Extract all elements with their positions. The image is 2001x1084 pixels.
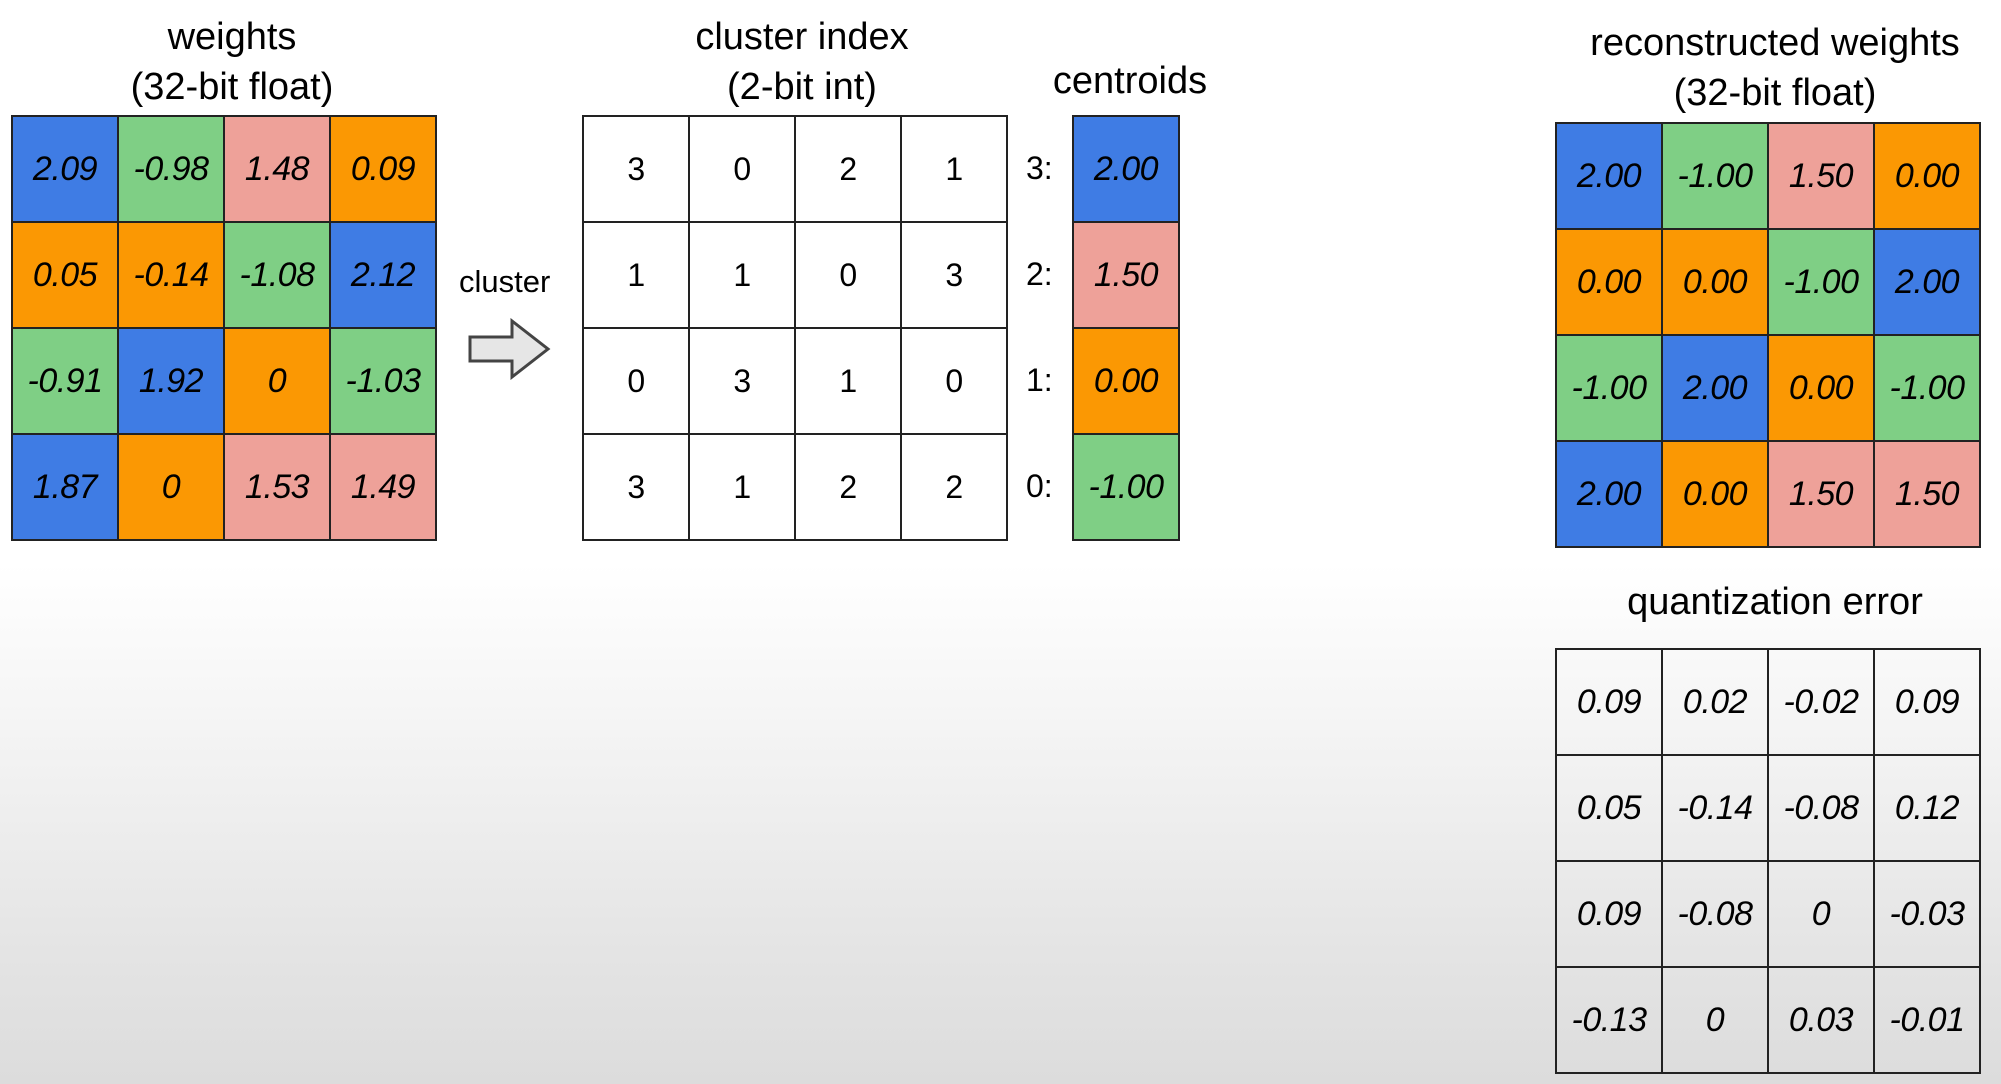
weights-title: weights: [167, 16, 297, 58]
weight-cell: 0: [224, 328, 330, 434]
cluster-index-cell: 3: [583, 434, 689, 540]
cluster-index-subtitle: (2-bit int): [727, 66, 877, 108]
cluster-index-cell: 1: [795, 328, 901, 434]
centroid-value: -1.00: [1073, 434, 1179, 540]
cluster-index-cell: 3: [583, 116, 689, 222]
weight-cell: 0.05: [12, 222, 118, 328]
cluster-index-cell: 0: [583, 328, 689, 434]
reconstructed-subtitle: (32-bit float): [1673, 72, 1877, 114]
reconstructed-weight-cell: 0.00: [1768, 335, 1874, 441]
weights-subtitle: (32-bit float): [130, 66, 334, 108]
right-arrow-icon: [468, 318, 551, 380]
quantization-error-cell: 0.03: [1768, 967, 1874, 1073]
weight-cell: 1.92: [118, 328, 224, 434]
cluster-index-cell: 2: [795, 434, 901, 540]
weight-cell: -0.98: [118, 116, 224, 222]
centroids-title: centroids: [1052, 60, 1208, 102]
reconstructed-weight-cell: 2.00: [1556, 441, 1662, 547]
weight-cell: 1.87: [12, 434, 118, 540]
centroid-index-label: 2:: [1026, 256, 1053, 292]
quantization-error-cell: 0.09: [1556, 861, 1662, 967]
centroid-value: 0.00: [1073, 328, 1179, 434]
reconstructed-title: reconstructed weights: [1590, 22, 1960, 64]
reconstructed-weight-cell: 2.00: [1874, 229, 1980, 335]
weight-cell: 1.53: [224, 434, 330, 540]
centroid-index-label: 3:: [1026, 150, 1053, 186]
cluster-index-cell: 2: [901, 434, 1007, 540]
cluster-index-cell: 1: [583, 222, 689, 328]
weight-cell: 1.48: [224, 116, 330, 222]
weight-cell: 2.09: [12, 116, 118, 222]
centroid-index-label: 1:: [1026, 362, 1053, 398]
cluster-index-cell: 2: [795, 116, 901, 222]
weight-cell: -1.08: [224, 222, 330, 328]
quantization-error-cell: 0: [1768, 861, 1874, 967]
quantization-error-cell: 0.09: [1556, 649, 1662, 755]
weight-cell: -0.14: [118, 222, 224, 328]
weight-cell: 2.12: [330, 222, 436, 328]
cluster-index-cell: 3: [689, 328, 795, 434]
cluster-index-title: cluster index: [695, 16, 909, 58]
cluster-index-cell: 1: [901, 116, 1007, 222]
reconstructed-weight-cell: -1.00: [1874, 335, 1980, 441]
quantization-error-cell: -0.08: [1768, 755, 1874, 861]
cluster-index-cell: 1: [689, 222, 795, 328]
quantization-error-cell: 0.05: [1556, 755, 1662, 861]
cluster-index-cell: 3: [901, 222, 1007, 328]
weight-cell: -0.91: [12, 328, 118, 434]
reconstructed-weight-cell: 0.00: [1662, 229, 1768, 335]
reconstructed-weight-cell: -1.00: [1768, 229, 1874, 335]
weight-cell: 0: [118, 434, 224, 540]
weight-cell: -1.03: [330, 328, 436, 434]
reconstructed-weight-cell: -1.00: [1556, 335, 1662, 441]
cluster-index-cell: 0: [901, 328, 1007, 434]
reconstructed-weight-cell: 0.00: [1556, 229, 1662, 335]
cluster-index-cell: 0: [689, 116, 795, 222]
quantization-error-cell: 0.12: [1874, 755, 1980, 861]
reconstructed-weight-cell: 0.00: [1662, 441, 1768, 547]
centroid-value: 2.00: [1073, 116, 1179, 222]
cluster-index-cell: 0: [795, 222, 901, 328]
reconstructed-weight-cell: 2.00: [1662, 335, 1768, 441]
quantization-error-cell: 0.09: [1874, 649, 1980, 755]
quantization-error-cell: -0.01: [1874, 967, 1980, 1073]
cluster-arrow-label: cluster: [459, 264, 551, 299]
quantization-error-title: quantization error: [1627, 581, 1923, 623]
quantization-error-cell: 0.02: [1662, 649, 1768, 755]
reconstructed-weight-cell: 0.00: [1874, 123, 1980, 229]
quantization-error-cell: -0.08: [1662, 861, 1768, 967]
quantization-error-cell: -0.02: [1768, 649, 1874, 755]
reconstructed-weight-cell: 1.50: [1874, 441, 1980, 547]
reconstructed-weight-cell: 1.50: [1768, 123, 1874, 229]
cluster-index-cell: 1: [689, 434, 795, 540]
centroid-index-label: 0:: [1026, 468, 1053, 504]
reconstructed-weight-cell: -1.00: [1662, 123, 1768, 229]
reconstructed-weight-cell: 1.50: [1768, 441, 1874, 547]
quantization-error-cell: 0: [1662, 967, 1768, 1073]
quantization-error-cell: -0.14: [1662, 755, 1768, 861]
reconstructed-weight-cell: 2.00: [1556, 123, 1662, 229]
centroid-value: 1.50: [1073, 222, 1179, 328]
quantization-error-cell: -0.03: [1874, 861, 1980, 967]
weight-cell: 0.09: [330, 116, 436, 222]
weight-cell: 1.49: [330, 434, 436, 540]
quantization-error-cell: -0.13: [1556, 967, 1662, 1073]
